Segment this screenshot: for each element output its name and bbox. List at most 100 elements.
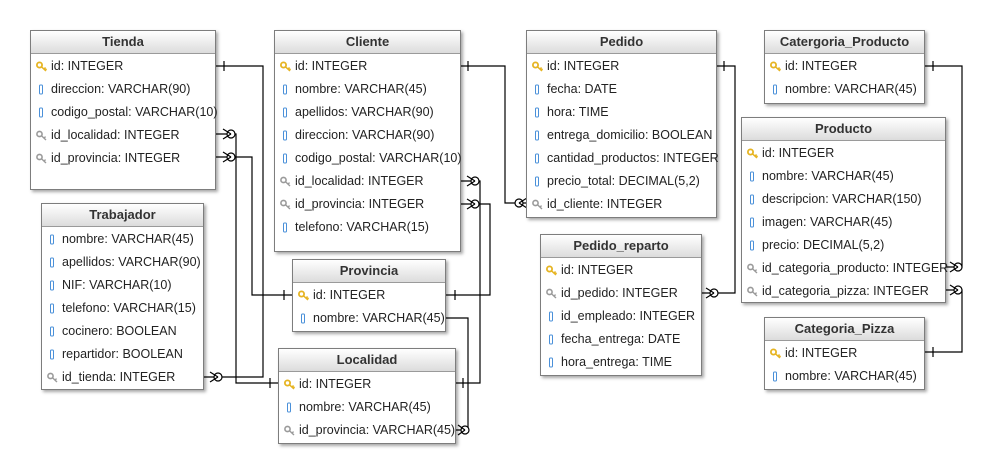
field-row[interactable]: id_localidad: INTEGER xyxy=(275,170,460,193)
column-icon xyxy=(535,176,539,187)
field-row[interactable]: id_provincia: INTEGER xyxy=(31,147,215,170)
field-list: id: INTEGER nombre: VARCHAR(45) xyxy=(765,342,924,388)
key-icon xyxy=(298,290,309,301)
field-row[interactable]: direccion: VARCHAR(90) xyxy=(275,124,460,147)
field-list: id: INTEGER nombre: VARCHAR(45) xyxy=(765,55,924,101)
field-row[interactable]: cocinero: BOOLEAN xyxy=(42,320,203,343)
column-icon xyxy=(50,234,54,245)
field-label: id: INTEGER xyxy=(313,288,386,302)
field-row[interactable]: id: INTEGER xyxy=(742,142,945,165)
foreign-key-icon xyxy=(36,130,47,141)
field-row[interactable]: fecha_entrega: DATE xyxy=(541,328,701,351)
field-row[interactable]: id_provincia: INTEGER xyxy=(275,193,460,216)
field-row[interactable]: nombre: VARCHAR(45) xyxy=(275,78,460,101)
table-title: Catergoria_Producto xyxy=(765,31,924,54)
field-row[interactable]: precio_total: DECIMAL(5,2) xyxy=(527,170,716,193)
foreign-key-icon xyxy=(532,199,543,210)
field-row[interactable]: direccion: VARCHAR(90) xyxy=(31,78,215,101)
field-row[interactable]: repartidor: BOOLEAN xyxy=(42,343,203,366)
field-row[interactable]: apellidos: VARCHAR(90) xyxy=(275,101,460,124)
field-row[interactable]: telefono: VARCHAR(15) xyxy=(42,297,203,320)
field-label: id_categoria_pizza: INTEGER xyxy=(762,284,929,298)
field-label: repartidor: BOOLEAN xyxy=(62,347,183,361)
table-title: Localidad xyxy=(279,349,455,372)
field-row[interactable]: nombre: VARCHAR(45) xyxy=(765,365,924,388)
field-row[interactable]: id_categoria_pizza: INTEGER xyxy=(742,280,945,303)
table-pedido-reparto[interactable]: Pedido_reparto id: INTEGER id_pedido: INT… xyxy=(540,234,702,376)
table-title: Pedido xyxy=(527,31,716,54)
column-icon xyxy=(549,334,553,345)
field-row[interactable]: hora_entrega: TIME xyxy=(541,351,701,374)
field-row[interactable]: id: INTEGER xyxy=(527,55,716,78)
field-row[interactable]: codigo_postal: VARCHAR(10) xyxy=(31,101,218,124)
field-label: nombre: VARCHAR(45) xyxy=(785,369,917,383)
key-icon xyxy=(36,61,47,72)
field-row[interactable]: id_pedido: INTEGER xyxy=(541,282,701,305)
field-row[interactable]: imagen: VARCHAR(45) xyxy=(742,211,945,234)
field-label: id: INTEGER xyxy=(561,263,634,277)
field-row[interactable]: id: INTEGER xyxy=(31,55,215,78)
table-producto[interactable]: Producto id: INTEGER nombre: VARCHAR(45) d… xyxy=(741,117,948,303)
field-row[interactable]: id_cliente: INTEGER xyxy=(527,193,716,216)
table-trabajador[interactable]: Trabajador nombre: VARCHAR(45)apellidos:… xyxy=(41,203,204,390)
column-icon xyxy=(283,107,287,118)
field-row[interactable]: descripcion: VARCHAR(150) xyxy=(742,188,945,211)
field-row[interactable]: nombre: VARCHAR(45) xyxy=(742,165,945,188)
column-icon xyxy=(750,240,754,251)
field-row[interactable]: entrega_domicilio: BOOLEAN xyxy=(527,124,716,147)
column-icon xyxy=(283,222,287,233)
foreign-key-icon xyxy=(546,288,557,299)
field-row[interactable]: id: INTEGER xyxy=(765,342,924,365)
field-label: codigo_postal: VARCHAR(10) xyxy=(51,105,218,119)
field-row[interactable]: nombre: VARCHAR(45) xyxy=(42,228,203,251)
field-row[interactable]: id_categoria_producto: INTEGER xyxy=(742,257,948,280)
field-label: nombre: VARCHAR(45) xyxy=(762,169,894,183)
field-row[interactable]: cantidad_productos: INTEGER xyxy=(527,147,719,170)
field-label: fecha: DATE xyxy=(547,82,617,96)
field-row[interactable]: codigo_postal: VARCHAR(10) xyxy=(275,147,462,170)
field-row[interactable]: nombre: VARCHAR(45) xyxy=(293,307,445,330)
field-row[interactable]: id_provincia: VARCHAR(45) xyxy=(279,419,455,442)
field-row[interactable]: id_tienda: INTEGER xyxy=(42,366,203,389)
field-row[interactable]: id: INTEGER xyxy=(541,259,701,282)
field-row[interactable]: hora: TIME xyxy=(527,101,716,124)
key-icon xyxy=(770,348,781,359)
field-row[interactable]: id: INTEGER xyxy=(275,55,460,78)
field-row[interactable]: NIF: VARCHAR(10) xyxy=(42,274,203,297)
field-row[interactable]: id: INTEGER xyxy=(293,284,445,307)
field-row[interactable]: nombre: VARCHAR(45) xyxy=(765,78,924,101)
field-row[interactable]: apellidos: VARCHAR(90) xyxy=(42,251,203,274)
field-label: descripcion: VARCHAR(150) xyxy=(762,192,922,206)
table-catergoria-producto[interactable]: Catergoria_Producto id: INTEGER nombre: V… xyxy=(764,30,925,104)
field-row[interactable]: nombre: VARCHAR(45) xyxy=(279,396,455,419)
table-title: Producto xyxy=(742,118,945,141)
key-icon xyxy=(770,61,781,72)
table-title: Categoria_Pizza xyxy=(765,318,924,341)
field-row[interactable]: id: INTEGER xyxy=(765,55,924,78)
field-label: nombre: VARCHAR(45) xyxy=(785,82,917,96)
column-icon xyxy=(283,130,287,141)
key-icon xyxy=(532,61,543,72)
field-row[interactable]: id_empleado: INTEGER xyxy=(541,305,701,328)
field-label: hora_entrega: TIME xyxy=(561,355,672,369)
field-row[interactable]: fecha: DATE xyxy=(527,78,716,101)
foreign-key-icon xyxy=(280,176,291,187)
field-label: id: INTEGER xyxy=(785,346,858,360)
key-icon xyxy=(284,379,295,390)
field-row[interactable]: id: INTEGER xyxy=(279,373,455,396)
column-icon xyxy=(50,349,54,360)
table-categoria-pizza[interactable]: Categoria_Pizza id: INTEGER nombre: VARCH… xyxy=(764,317,925,390)
table-title: Pedido_reparto xyxy=(541,235,701,258)
field-row[interactable]: id_localidad: INTEGER xyxy=(31,124,215,147)
field-label: telefono: VARCHAR(15) xyxy=(295,220,429,234)
field-row[interactable]: telefono: VARCHAR(15) xyxy=(275,216,460,239)
field-label: precio: DECIMAL(5,2) xyxy=(762,238,885,252)
field-row[interactable]: precio: DECIMAL(5,2) xyxy=(742,234,945,257)
field-label: nombre: VARCHAR(45) xyxy=(313,311,445,325)
